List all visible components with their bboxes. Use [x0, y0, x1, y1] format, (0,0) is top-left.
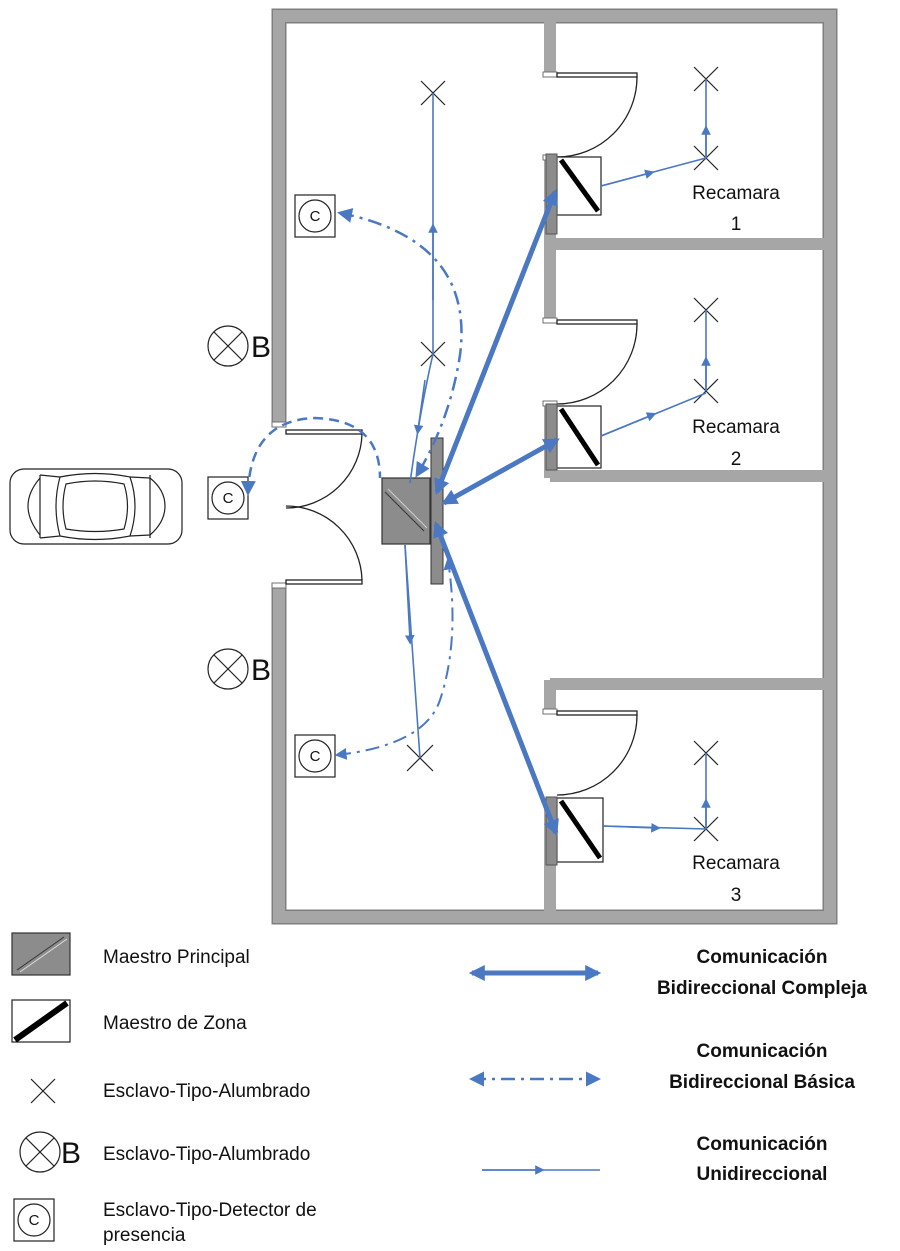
room-1-label-line2: 1	[731, 214, 742, 235]
legend-main-master-icon	[11, 932, 71, 976]
legend-light-label: Esclavo-Tipo-Alumbrado	[103, 1081, 310, 1102]
legend-basic-title: Comunicación	[697, 1041, 828, 1062]
room-1-label-line1: Recamara	[692, 183, 780, 204]
room-2-label-line2: 2	[731, 449, 742, 470]
presence-detector-icon-1: C	[294, 194, 336, 238]
link-basic-detector-3	[334, 557, 456, 760]
room-3-label-line1: Recamara	[692, 853, 780, 874]
legend-presence-detector-icon: C	[13, 1198, 55, 1242]
legend-complex-title: Comunicación	[697, 947, 828, 968]
presence-detector-icon-3: C	[294, 734, 336, 778]
presence-detector-icon-2: C	[207, 476, 249, 520]
room-3-label-line2: 3	[731, 885, 742, 906]
link-uni-hall-light-2	[409, 353, 434, 484]
legend-lamp-b-label: Esclavo-Tipo-Alumbrado	[103, 1144, 310, 1165]
detector-letter: C	[310, 748, 321, 765]
link-basic-detector-2	[240, 416, 382, 496]
link-complex-bedroom-3	[433, 521, 559, 836]
car-icon	[9, 468, 183, 545]
lamp-b-icon-1: B	[207, 325, 271, 367]
room-labels: Recamara 1 Recamara 2 Recamara 3	[692, 183, 780, 906]
room-2-label-line1: Recamara	[692, 417, 780, 438]
lamp-b-letter: B	[251, 654, 271, 687]
legend-uni-title: Comunicación	[697, 1134, 828, 1155]
link-basic-detector-1	[337, 208, 463, 478]
legend-detector-letter: C	[29, 1212, 40, 1229]
lamp-b-letter: B	[251, 331, 271, 364]
zone-master-icon-2	[545, 403, 602, 471]
detector-letter: C	[310, 208, 321, 225]
legend-uni-subtitle: Unidireccional	[697, 1164, 828, 1185]
detector-letter: C	[223, 490, 234, 507]
legend-main-master-label: Maestro Principal	[103, 947, 250, 968]
legend-zone-master-label: Maestro de Zona	[103, 1013, 247, 1034]
legend-detector-label-line2: presencia	[103, 1225, 186, 1246]
legend-lamp-b-icon: B	[19, 1131, 81, 1173]
legend-light-x-icon	[30, 1078, 56, 1104]
legend-lamp-b-letter: B	[61, 1137, 81, 1170]
legend-basic-subtitle: Bidireccional Básica	[669, 1072, 855, 1093]
communication-links	[240, 79, 711, 836]
legend-complex-subtitle: Bidireccional Compleja	[657, 978, 868, 999]
legend-zone-master-icon	[11, 999, 71, 1043]
legend-detector-label-line1: Esclavo-Tipo-Detector de	[103, 1200, 317, 1221]
link-complex-bedroom-2	[441, 437, 560, 506]
legend: Maestro Principal Maestro de Zona Esclav…	[11, 932, 868, 1246]
link-complex-bedroom-1	[434, 189, 558, 495]
doors	[285, 72, 638, 796]
lamp-b-icon-2: B	[207, 648, 271, 690]
